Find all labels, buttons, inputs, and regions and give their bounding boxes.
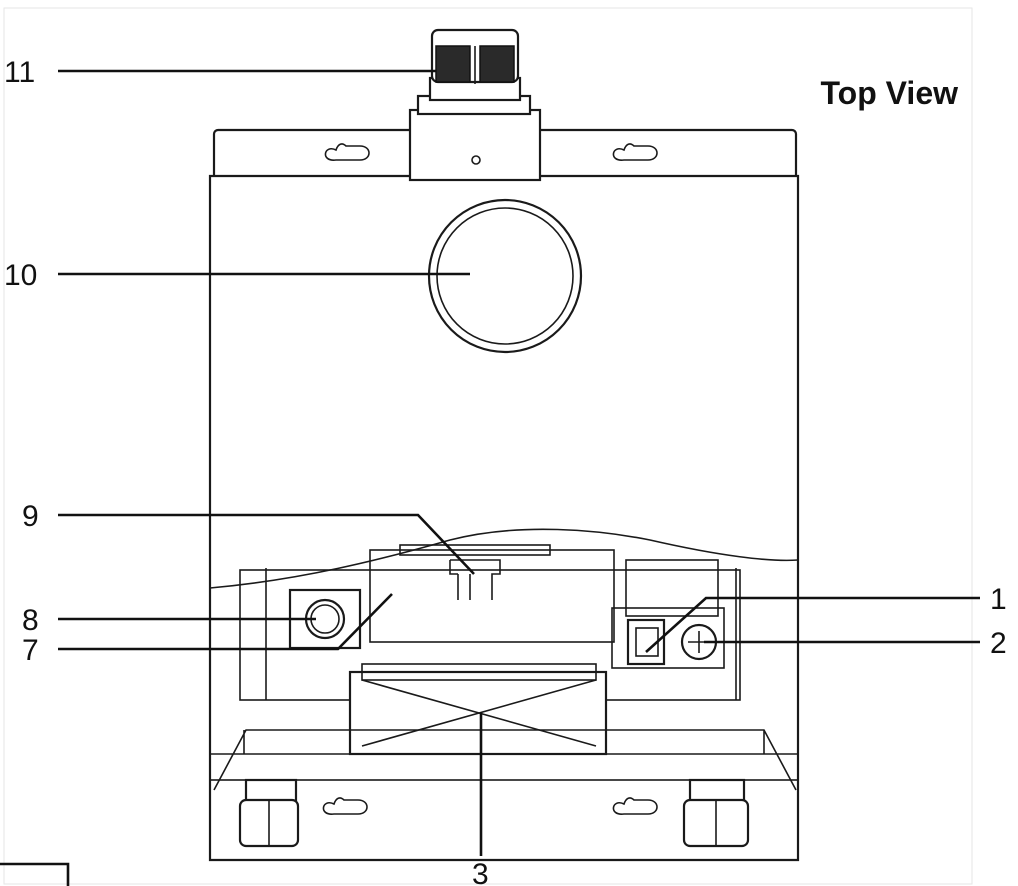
callout-3: 3 [472,858,489,886]
switch-panel [611,607,725,669]
corner-mark [0,862,70,886]
gland-cap-grip-right [479,45,515,83]
mounting-slot-top-left [324,143,370,161]
page-border [3,7,973,885]
callout-2: 2 [990,627,1007,660]
sensor-element [449,559,501,600]
viewing-window-inner [436,207,574,345]
mounting-slot-bottom-left [322,797,368,815]
sensor-mount-bar [399,544,551,556]
switch-slot [625,559,719,617]
leader-1 [645,596,980,653]
terminal-block-lid [361,663,597,681]
terminal-block-cross-b [361,679,597,747]
mounting-slot-top-right [612,143,658,161]
enclosure [208,28,800,862]
callout-11: 11 [4,56,35,89]
gland-cap-grip-left [435,45,471,83]
leader-7 [58,593,393,651]
leader-9 [58,513,475,575]
callout-7: 7 [22,634,39,667]
viewing-window-outer [427,198,583,354]
view-title: Top View [821,75,959,111]
callout-leaders [0,69,980,886]
callout-labels: 11 10 9 8 7 1 2 3 [4,56,1007,886]
callout-9: 9 [22,500,39,533]
callout-10: 10 [4,259,37,292]
bottom-flange [209,779,799,861]
electronics-module [369,549,615,643]
gland-base [408,108,542,182]
bottom-trough [210,729,798,791]
callout-8: 8 [22,604,39,637]
mounting-slot-bottom-right [612,797,658,815]
callout-1: 1 [990,583,1007,616]
gland-screw [471,155,481,165]
